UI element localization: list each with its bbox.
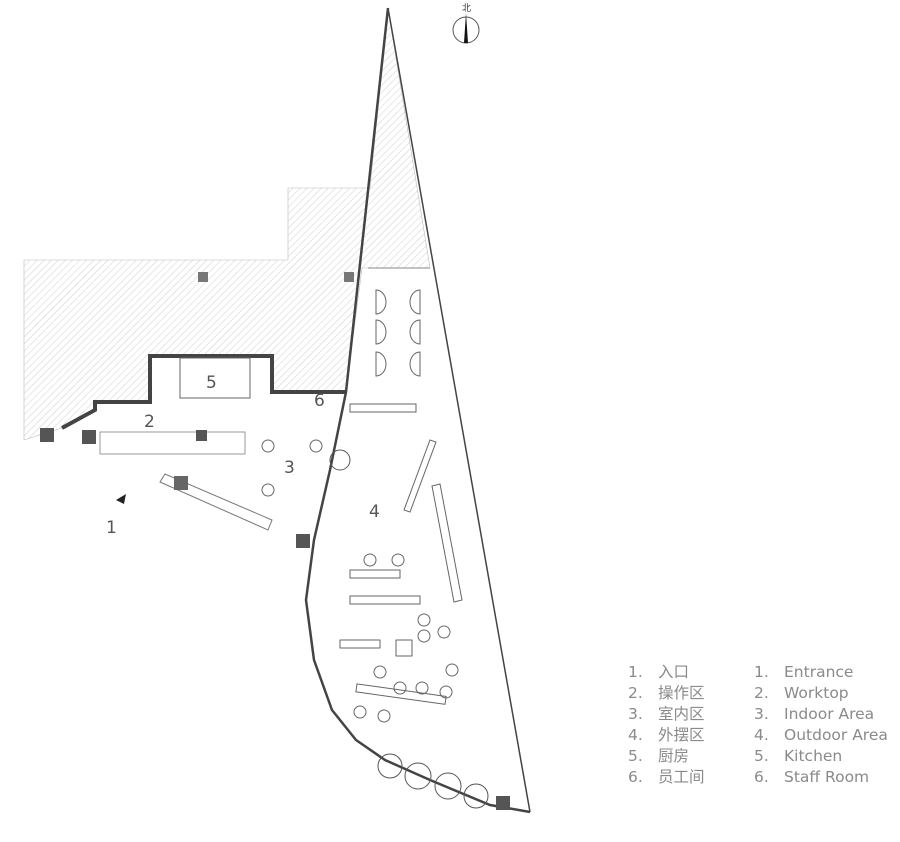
legend-num: 5. [628,747,643,765]
area-number-kitchen: 5 [206,373,217,393]
kitchen-room [179,357,251,399]
legend-label-zh: 入口 [658,663,690,681]
entrance-marker [116,494,126,504]
outdoor-tables [339,403,463,723]
legend-num: 3. [628,705,643,723]
legend-num: 6. [628,768,643,786]
legend-item: 2. 操作区 2. Worktop [628,683,888,704]
umbrellas [329,449,489,809]
column [344,272,354,282]
legend-label-zh: 员工间 [658,768,705,786]
area-number-outdoor: 4 [369,502,380,522]
column [196,430,207,441]
legend: 1. 入口 1. Entrance 2. 操作区 2. Worktop 3. 室内区 3. Ind… [628,662,888,788]
legend-label-zh: 室内区 [658,705,705,723]
indoor-tables [261,439,323,497]
building-wall [61,354,346,430]
area-number-entrance: 1 [106,518,117,538]
legend-item: 4. 外摆区 4. Outdoor Area [628,725,888,746]
worktop-counter [99,431,246,455]
column [296,534,310,548]
legend-item: 1. 入口 1. Entrance [628,662,888,683]
legend-label-en: Kitchen [784,747,843,765]
legend-num-en: 1. [754,663,769,681]
legend-num-en: 4. [754,726,769,744]
legend-label-zh: 操作区 [658,684,705,702]
legend-num: 4. [628,726,643,744]
legend-item: 3. 室内区 3. Indoor Area [628,704,888,725]
area-number-indoor: 3 [284,458,295,478]
legend-num-en: 6. [754,768,769,786]
legend-item: 5. 厨房 5. Kitchen [628,746,888,767]
legend-label-en: Entrance [784,663,854,681]
area-number-worktop: 2 [144,412,155,432]
north-label: 北 [462,3,471,14]
booth-seats [375,289,421,377]
outdoor-right-wall [387,7,531,813]
legend-label-en: Outdoor Area [784,726,888,744]
legend-num: 1. [628,663,643,681]
north-arrow-icon: 北 [452,3,480,44]
area-number-staff-room: 6 [314,391,325,411]
indoor-bench [159,473,273,531]
legend-label-zh: 厨房 [658,747,690,765]
legend-item: 6. 员工间 6. Staff Room [628,767,888,788]
legend-num-en: 5. [754,747,769,765]
column [174,476,188,490]
column [496,796,510,810]
column [82,430,96,444]
legend-num: 2. [628,684,643,702]
column [198,272,208,282]
column [40,428,54,442]
legend-num-en: 3. [754,705,769,723]
outdoor-left-wall [304,7,531,814]
legend-label-en: Worktop [784,684,849,702]
legend-label-en: Indoor Area [784,705,875,723]
legend-label-en: Staff Room [784,768,870,786]
hatched-building-area [23,7,431,441]
legend-label-zh: 外摆区 [658,726,705,744]
legend-num-en: 2. [754,684,769,702]
